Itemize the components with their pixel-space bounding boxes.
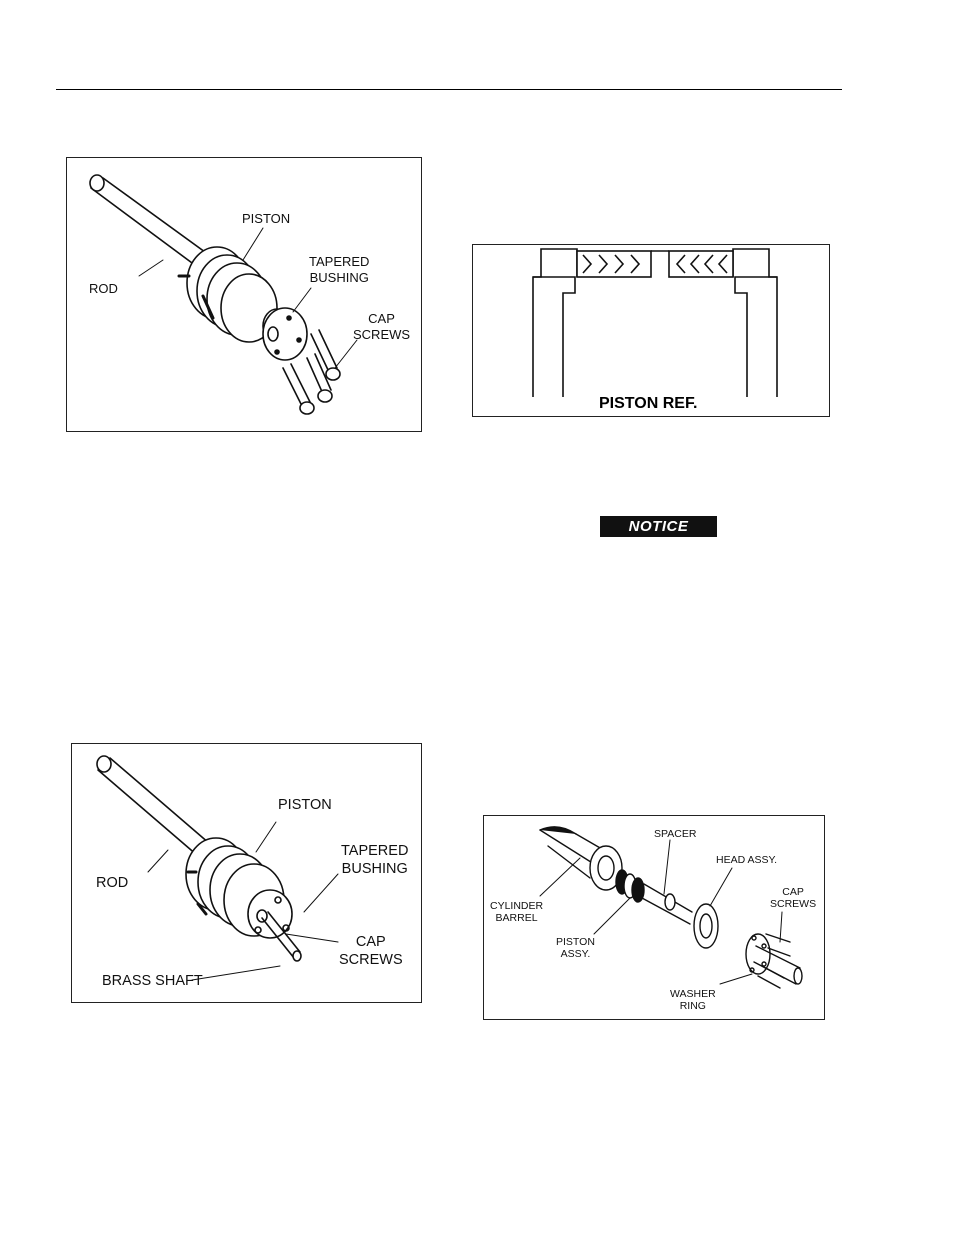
piston-ref-drawing (473, 245, 831, 418)
piston-ref-caption: PISTON REF. (599, 395, 697, 413)
label-piston-assy: PISTON ASSY. (556, 936, 595, 960)
label-cap-screws: CAP SCREWS (770, 886, 816, 910)
label-cap-screws: CAP SCREWS (339, 933, 403, 969)
figure-piston-bushing: PISTON ROD TAPERED BUSHING CAP SCREWS (66, 157, 422, 432)
notice-badge: NOTICE (600, 516, 717, 537)
label-piston: PISTON (242, 211, 290, 227)
figure-cylinder-assembly: SPACER HEAD ASSY. CYLINDER BARREL CAP SC… (483, 815, 825, 1020)
figure-piston-brass-shaft: PISTON ROD TAPERED BUSHING CAP SCREWS BR… (71, 743, 422, 1003)
figure-piston-ref: PISTON REF. (472, 244, 830, 417)
label-spacer: SPACER (654, 828, 696, 840)
header-rule (56, 89, 842, 90)
label-head-assy: HEAD ASSY. (716, 854, 777, 866)
label-piston: PISTON (278, 796, 332, 814)
label-tapered-bushing: TAPERED BUSHING (341, 842, 408, 878)
label-washer-ring: WASHER RING (670, 988, 716, 1012)
label-tapered-bushing: TAPERED BUSHING (309, 254, 369, 286)
label-brass-shaft: BRASS SHAFT (102, 972, 203, 990)
label-rod: ROD (96, 874, 128, 892)
label-cap-screws: CAP SCREWS (353, 311, 410, 343)
label-rod: ROD (89, 281, 118, 297)
label-cylinder-barrel: CYLINDER BARREL (490, 900, 543, 924)
piston-bushing-drawing (67, 158, 423, 433)
